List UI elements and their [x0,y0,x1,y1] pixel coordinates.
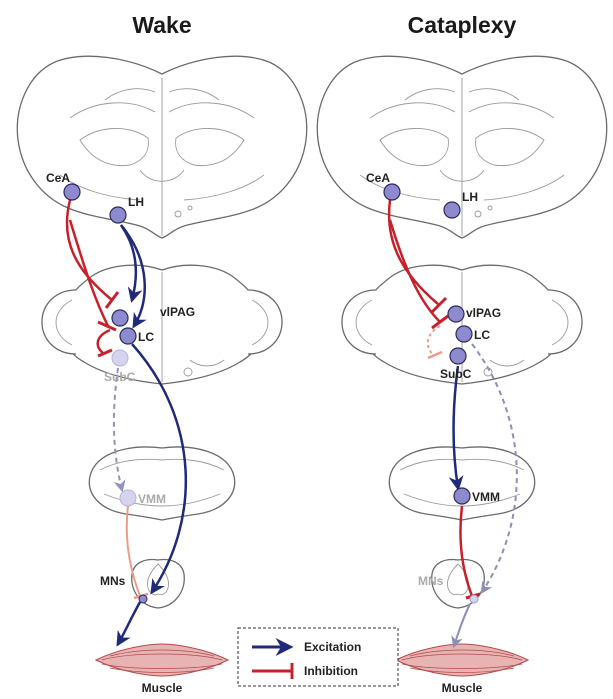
wake-vlpag-nucleus [112,310,128,326]
cataplexy-label-vmm: VMM [472,490,500,504]
wake-mns-muscle-excitation [118,602,140,644]
cataplexy-mns-nucleus [470,595,478,603]
cataplexy-label-lc: LC [474,328,490,342]
legend-inhibition-label: Inhibition [304,664,358,678]
cataplexy-lc-nucleus [456,326,472,342]
wake-label-vmm: VMM [138,492,166,506]
legend-excitation-label: Excitation [304,640,361,654]
cataplexy-vmm-nucleus [454,488,470,504]
wake-label-subc: SubC [104,370,136,384]
wake-medulla-section [89,447,234,520]
wake-brainstem-section [42,265,282,384]
wake-mns-nucleus [139,595,147,603]
cataplexy-muscle [396,644,528,676]
legend: Excitation Inhibition [238,628,398,686]
cataplexy-mns-muscle-excitation-faded [454,604,470,646]
wake-subc-nucleus [112,350,128,366]
wake-label-muscle: Muscle [142,681,183,694]
wake-cea-nucleus [64,184,80,200]
cataplexy-brain-section [317,56,606,238]
wake-lh-nucleus [110,207,126,223]
wake-brain-section [17,56,306,238]
wake-label-vlpag: vlPAG [160,305,195,319]
wake-label-cea: CeA [46,171,70,185]
cataplexy-lh-nucleus [444,202,460,218]
wake-label-lc: LC [138,330,154,344]
wake-lc-nucleus [120,328,136,344]
cataplexy-label-mns: MNs [418,574,444,588]
cataplexy-vlpag-nucleus [448,306,464,322]
cataplexy-panel: Cataplexy [317,12,606,694]
cataplexy-label-subc: SubC [440,367,472,381]
cataplexy-label-lh: LH [462,190,478,204]
cataplexy-subc-nucleus [450,348,466,364]
cataplexy-title: Cataplexy [408,12,517,38]
wake-muscle [96,644,228,676]
cataplexy-label-muscle: Muscle [442,681,483,694]
cataplexy-cea-nucleus [384,184,400,200]
wake-label-mns: MNs [100,574,126,588]
wake-label-lh: LH [128,195,144,209]
wake-vmm-nucleus [120,490,136,506]
wake-panel: Wake [17,12,306,694]
cataplexy-label-cea: CeA [366,171,390,185]
cataplexy-label-vlpag: vlPAG [466,306,501,320]
wake-title: Wake [132,12,191,38]
